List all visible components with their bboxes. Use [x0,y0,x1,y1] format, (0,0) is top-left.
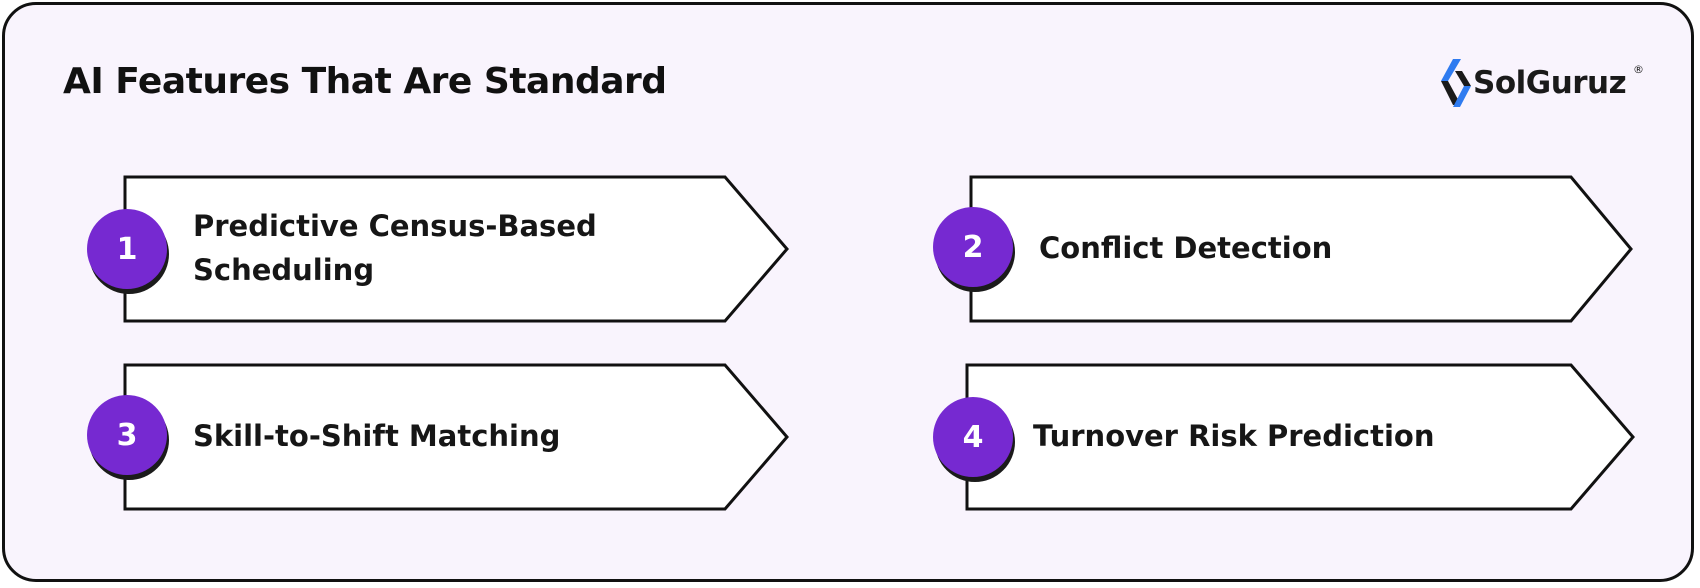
step-number-badge: 2 [933,207,1013,287]
step-number-badge: 4 [933,397,1013,477]
feature-label: Turnover Risk Prediction [1033,419,1435,453]
feature-item-2: 2 Conflict Detection [931,173,1633,325]
brand-logo: SolGuruz ® [1433,57,1653,113]
step-number-badge: 1 [87,209,167,289]
step-number-badge: 3 [87,395,167,475]
brand-name: SolGuruz [1473,65,1627,101]
solguruz-logo-icon [1441,59,1471,107]
feature-label: Skill-to-Shift Matching [193,419,561,453]
page-title: AI Features That Are Standard [63,61,667,102]
feature-item-1: 1 Predictive Census-Based Scheduling [85,173,789,325]
feature-item-3: 3 Skill-to-Shift Matching [85,361,789,513]
feature-label: Conflict Detection [1039,231,1333,265]
feature-label: Predictive Census-Based Scheduling [193,209,597,287]
arrow-shape [965,363,1635,511]
arrow-shape [123,363,789,511]
arrow-shape [969,175,1633,323]
feature-item-4: 4 Turnover Risk Prediction [931,361,1635,513]
registered-mark: ® [1633,63,1644,76]
arrow-shape [123,175,789,323]
